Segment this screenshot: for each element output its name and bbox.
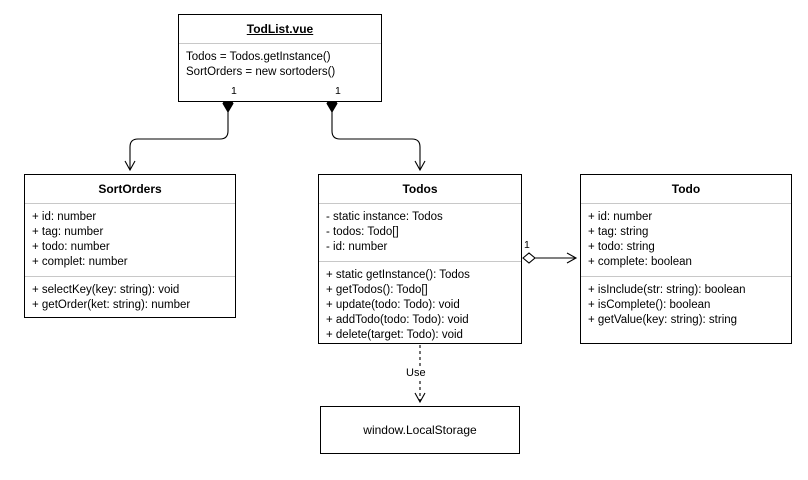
method-row: + update(todo: Todo): void — [326, 299, 460, 311]
attribute-row: Todos = Todos.getInstance() — [186, 51, 331, 63]
methods-sortorders: + selectKey(key: string): void + getOrde… — [25, 277, 235, 319]
attribute-row: + todo: number — [32, 241, 110, 253]
edge-label-use: Use — [404, 367, 428, 379]
compartment-divider — [581, 203, 791, 204]
method-row: + isInclude(str: string): boolean — [588, 284, 746, 296]
attribute-row: + todo: string — [588, 241, 655, 253]
methods-todos: + static getInstance(): Todos + getTodos… — [319, 262, 521, 349]
method-row: + delete(target: Todo): void — [326, 329, 463, 341]
class-title-todos: Todos — [402, 182, 438, 196]
attribute-row: + complet: number — [32, 256, 128, 268]
method-row: + getTodos(): Todo[] — [326, 284, 428, 296]
method-row: + addTodo(todo: Todo): void — [326, 314, 469, 326]
attribute-row: - static instance: Todos — [326, 211, 443, 223]
attributes-todo: + id: number + tag: string + todo: strin… — [581, 204, 791, 276]
node-localstorage[interactable]: window.LocalStorage — [320, 406, 520, 454]
attribute-row: + tag: string — [588, 226, 649, 238]
multiplicity-todlist-todos: 1 — [335, 85, 341, 97]
method-row: + isComplete(): boolean — [588, 299, 711, 311]
compartment-divider — [25, 276, 235, 277]
attribute-row: - todos: Todo[] — [326, 226, 399, 238]
edge-todlist-todos — [326, 94, 426, 172]
compartment-divider — [581, 276, 791, 277]
compartment-divider — [319, 261, 521, 262]
attribute-row: + id: number — [588, 211, 653, 223]
uml-class-todos[interactable]: Todos - static instance: Todos - todos: … — [318, 174, 522, 344]
attributes-sortorders: + id: number + tag: number + todo: numbe… — [25, 204, 235, 276]
multiplicity-todlist-sortoders: 1 — [231, 85, 237, 97]
class-title-todo: Todo — [671, 182, 701, 196]
methods-todo: + isInclude(str: string): boolean + isCo… — [581, 277, 791, 334]
method-row: + getOrder(ket: string): number — [32, 299, 191, 311]
method-row: + getValue(key: string): string — [588, 314, 738, 326]
uml-class-sortorders[interactable]: SortOrders + id: number + tag: number + … — [24, 174, 236, 318]
attribute-row: SortOrders = new sortoders() — [186, 66, 336, 78]
compartment-divider — [319, 203, 521, 204]
method-row: + selectKey(key: string): void — [32, 284, 180, 296]
compartment-divider — [25, 203, 235, 204]
uml-class-todlist[interactable]: TodList.vue Todos = Todos.getInstance() … — [178, 14, 382, 102]
method-row: + static getInstance(): Todos — [326, 269, 470, 281]
uml-class-todo[interactable]: Todo + id: number + tag: string + todo: … — [580, 174, 792, 344]
class-title-todlist: TodList.vue — [246, 22, 314, 36]
attributes-todlist: Todos = Todos.getInstance() SortOrders =… — [179, 44, 381, 86]
attribute-row: + id: number — [32, 211, 97, 223]
aggregation-diamond — [522, 252, 536, 264]
class-title-sortorders: SortOrders — [98, 182, 162, 196]
compartment-divider — [179, 43, 381, 44]
edge-todos-todo — [522, 252, 578, 264]
node-localstorage-label: window.LocalStorage — [363, 423, 477, 437]
edge-todlist-sortoders — [124, 94, 234, 172]
attribute-row: + tag: number — [32, 226, 104, 238]
attribute-row: - id: number — [326, 241, 388, 253]
attribute-row: + complete: boolean — [588, 256, 692, 268]
multiplicity-todos-todo: 1 — [524, 239, 530, 251]
attributes-todos: - static instance: Todos - todos: Todo[]… — [319, 204, 521, 261]
